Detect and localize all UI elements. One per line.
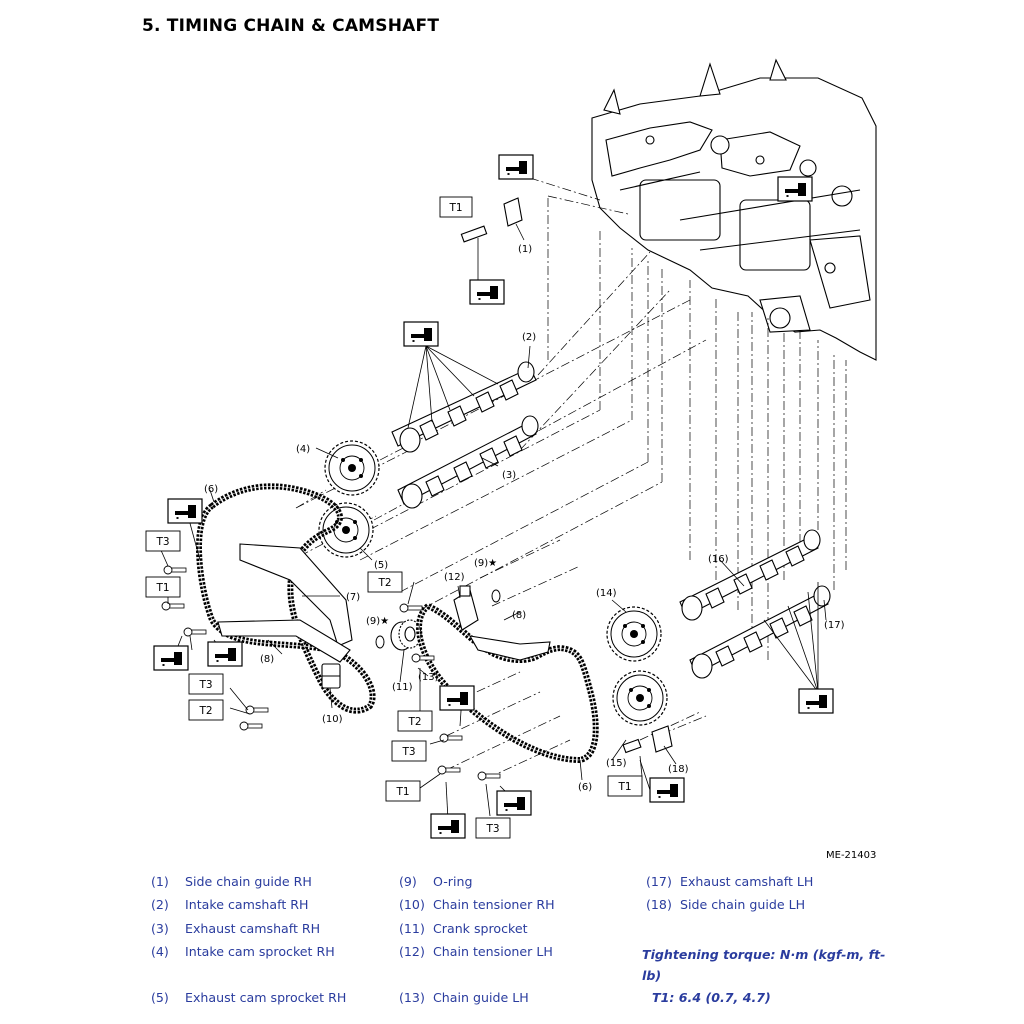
svg-text:T1: T1 [448,202,462,214]
callout-7: (7) [346,592,360,603]
callout-3: (3) [502,470,516,481]
oil-apply-icon [649,777,685,803]
svg-text:T3: T3 [401,746,415,758]
exhaust-cam-sprocket-lh [612,670,668,726]
svg-text:T3: T3 [485,823,499,835]
exhaust-camshaft-rh [397,415,539,509]
callout-9a: (9)★ [366,616,389,627]
page-title: 5. TIMING CHAIN & CAMSHAFT [142,16,440,36]
figure-id: ME-21403 [826,850,877,861]
legend-item: (18)Side chain guide LH [646,897,806,912]
svg-text:T2: T2 [407,716,421,728]
intake-camshaft-rh [391,361,537,453]
torque-box-t3-lower: T3 [188,673,224,695]
torque-box-t1-bottom: T1 [385,780,421,802]
svg-text:T3: T3 [155,536,169,548]
side-chain-guide-rh [460,197,523,243]
callout-14: (14) [596,588,617,599]
callout-12: (12) [444,572,465,583]
callout-16: (16) [708,554,729,565]
legend-item: (10)Chain tensioner RH [399,897,555,912]
torque-box-t2-lower: T2 [188,699,224,721]
intake-cam-sprocket-lh [606,606,662,662]
legend-item: (11)Crank sprocket [399,921,528,936]
oil-apply-icon [167,498,203,524]
legend-item: (13)Chain guide LH [399,990,529,1005]
callout-6a: (6) [204,484,218,495]
torque-box-t1-lh: T1 [607,775,643,797]
legend-item: (1)Side chain guide RH [151,874,312,889]
callout-6b: (6) [578,782,592,793]
svg-text:T1: T1 [617,781,631,793]
chain-tensioner-lh [453,585,479,631]
oil-apply-icon [439,685,475,711]
side-chain-guide-lh [622,725,673,754]
alignment-lines [295,177,847,779]
chain-tensioner-rh [321,663,341,689]
torque-heading: Tightening torque: N·m (kgf-m, ft-lb) [642,947,886,983]
legend-item: (2)Intake camshaft RH [151,897,309,912]
legend-item: (17)Exhaust camshaft LH [646,874,814,889]
svg-text:T2: T2 [198,705,212,717]
svg-text:T3: T3 [198,679,212,691]
exploded-diagram: T1 T3 T1 T2 T3 T2 T2 T3 T1 T3 T1 (1) [145,58,877,839]
callout-13: (13) [418,672,439,683]
callout-10: (10) [322,714,343,725]
torque-t1-value: T1: 6.4 (0.7, 4.7) [652,990,771,1005]
callout-8a: (8) [260,654,274,665]
torque-box-t1-top: T1 [439,196,473,218]
legend-item: (4)Intake cam sprocket RH [151,944,335,959]
oil-apply-icon [498,154,534,180]
svg-text:T1: T1 [395,786,409,798]
legend-item: (12)Chain tensioner LH [399,944,553,959]
o-ring-a [375,635,385,649]
leader-lines [159,223,827,821]
oil-apply-icon [207,641,243,667]
callout-2: (2) [522,332,536,343]
svg-text:T2: T2 [377,577,391,589]
callout-4: (4) [296,444,310,455]
callout-18: (18) [668,764,689,775]
torque-box-t3-left: T3 [145,530,181,552]
exhaust-cam-sprocket-rh [318,502,374,558]
timing-chain-rh [195,483,376,714]
torque-box-t3-right: T3 [391,740,427,762]
svg-text:T1: T1 [155,582,169,594]
intake-cam-sprocket-rh [324,440,380,496]
engine-block-outline [591,58,877,361]
legend-item: (9)O-ring [399,874,473,889]
torque-box-t1-left: T1 [145,576,181,598]
intake-camshaft-lh [679,529,821,621]
oil-apply-icon [430,813,466,839]
exhaust-camshaft-lh [689,585,831,679]
oil-apply-icon [777,176,813,202]
oil-apply-icon [403,321,439,347]
oil-apply-icon [496,790,532,816]
crank-sprocket [390,619,422,651]
torque-box-t2-mid: T2 [367,571,403,593]
callout-8b: (8) [512,610,526,621]
oil-apply-icon [798,688,834,714]
callout-1: (1) [518,244,532,255]
torque-box-t2-right: T2 [397,710,433,732]
oil-apply-icon [153,645,189,671]
callout-15: (15) [606,758,627,769]
torque-box-t3-bottom: T3 [475,817,511,839]
callout-5: (5) [374,560,388,571]
chain-guide-lh [468,635,551,661]
o-ring-b [491,589,501,603]
oil-apply-icon [469,279,505,305]
legend-item: (3)Exhaust camshaft RH [151,921,321,936]
chain-guide-rh [217,543,353,663]
callout-17: (17) [824,620,845,631]
legend-item: (5)Exhaust cam sprocket RH [151,990,347,1005]
callout-9b: (9)★ [474,558,497,569]
callout-11: (11) [392,682,413,693]
callouts: (1) (2) (3) (4) (5) (6) (6) (7) (8) (8) … [204,244,845,793]
